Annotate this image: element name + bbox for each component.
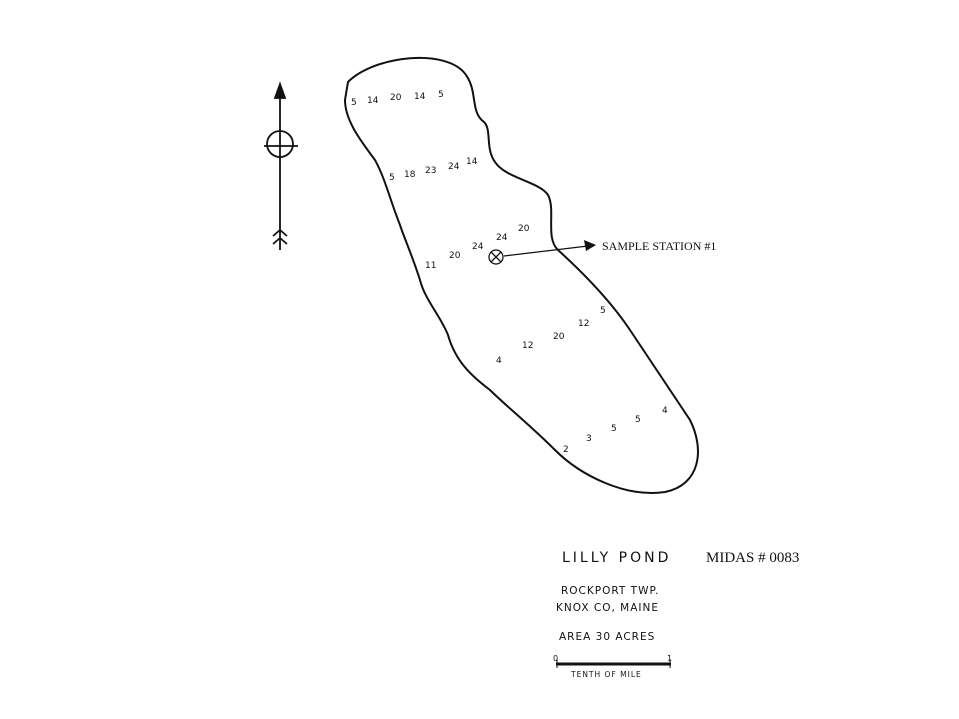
depth-sounding: 12 (578, 319, 589, 329)
depth-sounding: 20 (449, 251, 461, 261)
scale-bar (556, 659, 671, 668)
depth-soundings: 5 14 20 14 5 5 18 23 24 14 11 20 24 24 2… (351, 90, 668, 455)
township-label: ROCKPORT TWP. (561, 585, 660, 597)
depth-sounding: 5 (351, 98, 357, 108)
depth-sounding: 24 (496, 233, 508, 243)
depth-sounding: 5 (635, 415, 641, 425)
scale-end-label: 1 (667, 654, 673, 663)
depth-sounding: 12 (522, 341, 533, 351)
depth-sounding: 4 (496, 356, 502, 366)
county-label: KNOX CO, MAINE (556, 602, 659, 614)
shoreline-outline (343, 56, 699, 494)
depth-sounding: 14 (414, 92, 426, 102)
depth-sounding: 5 (389, 173, 395, 183)
depth-sounding: 5 (438, 90, 444, 100)
depth-sounding: 14 (367, 96, 379, 106)
pond-name: LILLY POND (562, 550, 672, 566)
depth-sounding: 5 (600, 306, 606, 316)
area-label: AREA 30 ACRES (559, 631, 656, 643)
scale-unit-label: TENTH OF MILE (571, 670, 642, 679)
midas-number: MIDAS # 0083 (706, 550, 800, 566)
depth-sounding: 11 (425, 261, 436, 271)
north-arrow-icon (264, 81, 298, 250)
depth-sounding: 24 (472, 242, 484, 252)
depth-sounding: 23 (425, 166, 436, 176)
depth-sounding: 24 (448, 162, 460, 172)
depth-sounding: 2 (563, 445, 569, 455)
depth-sounding: 4 (662, 406, 668, 416)
sample-station-label: SAMPLE STATION #1 (602, 239, 716, 253)
scale-start-label: 0 (553, 654, 559, 663)
station-pointer-arrow (503, 240, 596, 257)
depth-sounding: 5 (611, 424, 617, 434)
depth-sounding: 3 (586, 434, 592, 444)
depth-sounding: 20 (390, 93, 402, 103)
depth-sounding: 18 (404, 170, 416, 180)
depth-sounding: 20 (553, 332, 565, 342)
depth-sounding: 20 (518, 224, 530, 234)
sample-station-icon (488, 249, 504, 265)
depth-sounding: 14 (466, 157, 478, 167)
